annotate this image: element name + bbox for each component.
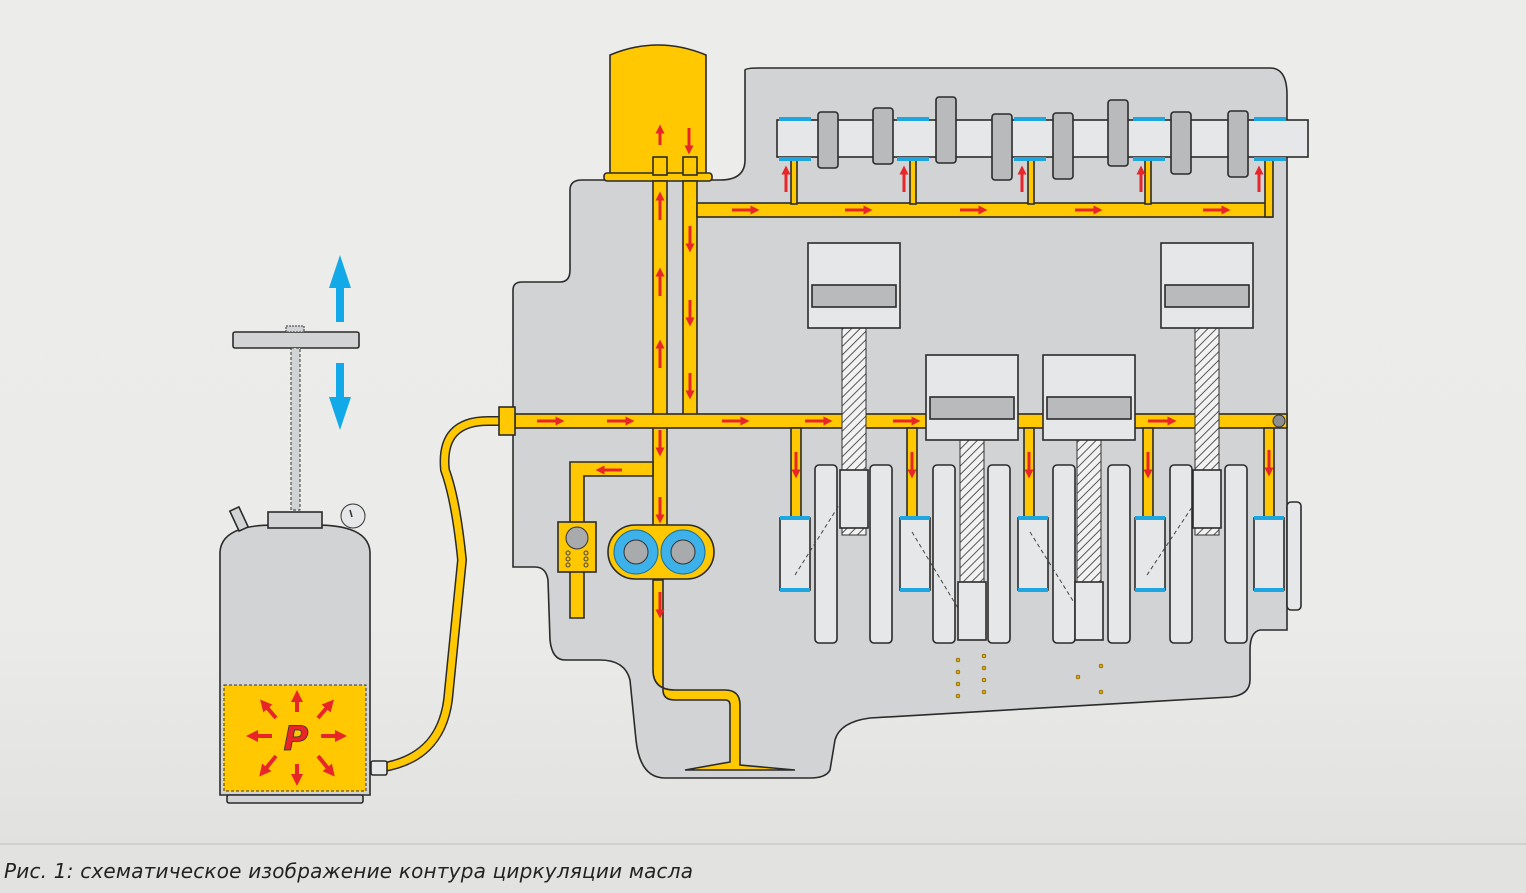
figure-caption: Рис. 1: схематическое изображение контур…: [4, 859, 694, 883]
pressure-arrows: [246, 690, 347, 786]
pressure-tank: P: [219, 503, 371, 804]
pump-gear-right: [660, 529, 706, 575]
arrow-up-icon: [329, 255, 351, 322]
pistons: [807, 242, 1254, 641]
caption-bar: Рис. 1: схематическое изображение контур…: [0, 843, 1526, 893]
cam-bearings: [779, 117, 1286, 161]
main-journals: [779, 501, 1302, 611]
crank-webs: [814, 464, 1248, 644]
oil-filter: [603, 44, 713, 182]
pump-gear-left: [613, 529, 659, 575]
relief-valve: [557, 521, 597, 573]
flow-arrows: [537, 124, 1274, 619]
piston-3: [1042, 354, 1136, 641]
cam-lobes: [817, 96, 1249, 181]
piston-1: [807, 242, 901, 536]
oil-drips: [955, 653, 1104, 699]
supply-hose: [370, 406, 516, 776]
camshaft: [776, 96, 1309, 181]
pump-direction-arrows: [329, 255, 351, 430]
oil-circuit-diagram: P: [219, 44, 1309, 804]
crankshaft: [779, 464, 1302, 644]
pressure-label: P: [284, 719, 309, 759]
oil-pump: [607, 524, 715, 580]
arrow-down-icon: [329, 363, 351, 430]
piston-4: [1160, 242, 1254, 536]
piston-2: [925, 354, 1019, 641]
hand-pump[interactable]: [232, 325, 360, 511]
